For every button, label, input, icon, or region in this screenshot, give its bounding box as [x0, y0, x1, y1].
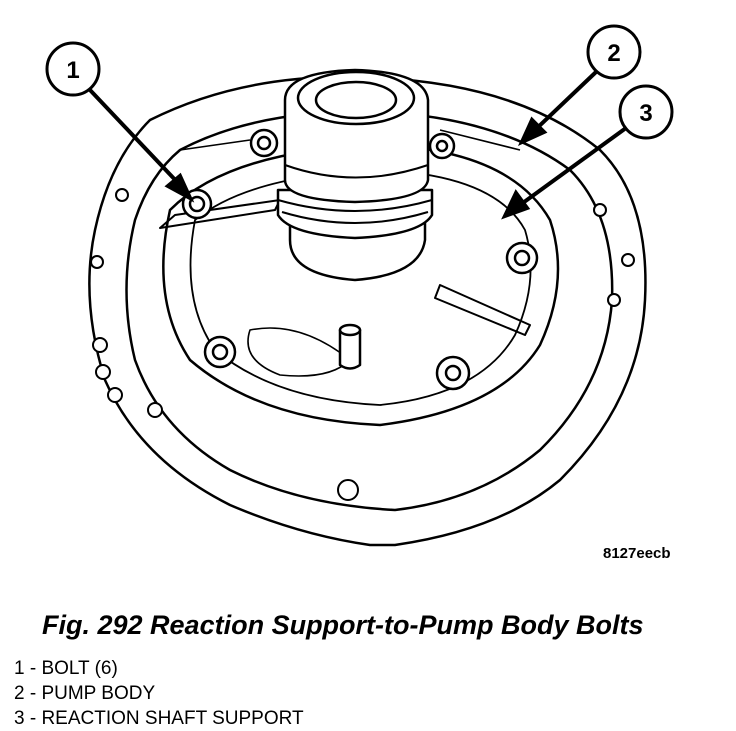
flange-hole: [621, 253, 635, 267]
pump-body-outline: [88, 75, 647, 547]
bolt-4: [203, 335, 237, 369]
hub-seal-rings: [276, 188, 434, 240]
pump-assembly-diagram: 1 2 3: [45, 24, 674, 547]
legend-item: 3 - REACTION SHAFT SUPPORT: [14, 708, 304, 729]
callout-3-number: 3: [639, 100, 652, 127]
flange-hole: [90, 255, 104, 269]
flange-hole: [607, 293, 621, 307]
figure-title: Fig. 292 Reaction Support-to-Pump Body B…: [42, 610, 644, 640]
flange-hole: [115, 188, 129, 202]
bolt-2: [249, 128, 279, 158]
callout-1: 1: [45, 41, 101, 97]
callout-2: 2: [586, 24, 642, 80]
flange-hole: [92, 337, 108, 353]
bolt-5: [435, 355, 471, 391]
legend-item: 1 - BOLT (6): [14, 658, 118, 679]
flange-hole: [95, 364, 111, 380]
reference-code: 8127eecb: [603, 545, 671, 562]
flange-hole: [147, 402, 163, 418]
locating-pin: [338, 328, 362, 370]
flange-hole: [107, 387, 123, 403]
callout-1-number: 1: [66, 57, 79, 84]
flange-hole: [593, 203, 607, 217]
pump-body-inner-rim: [125, 110, 614, 512]
bolt-1: [181, 188, 213, 220]
callout-3: 3: [618, 84, 674, 140]
legend: 1 - BOLT (6) 2 - PUMP BODY 3 - REACTION …: [14, 656, 304, 731]
bolt-3: [505, 241, 539, 275]
flange-hole: [337, 479, 359, 501]
bolt-6: [428, 132, 456, 160]
callout-2-number: 2: [607, 40, 620, 67]
legend-item: 2 - PUMP BODY: [14, 683, 156, 704]
